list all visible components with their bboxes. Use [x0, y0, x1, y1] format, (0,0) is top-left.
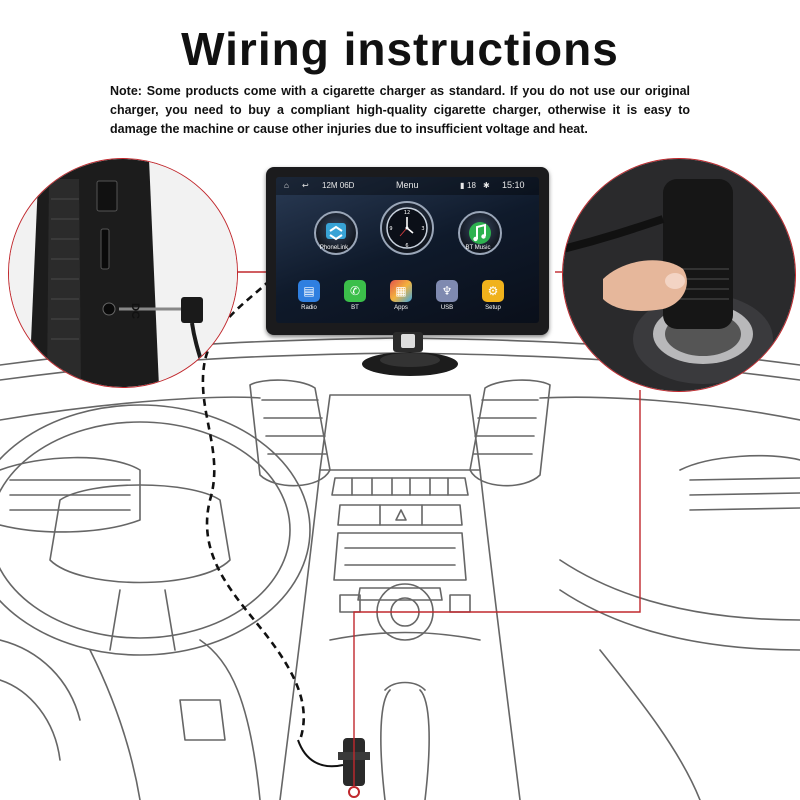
svg-text:9: 9 [389, 226, 392, 232]
radio-icon: ▤ [303, 284, 315, 298]
apps-grid-icon: ▦ [395, 284, 407, 298]
radio-app-button[interactable]: ▤ [298, 280, 320, 302]
phonelink-label: PhoneLink [319, 245, 349, 251]
usb-icon: ♆ [441, 284, 453, 298]
instruction-note: Note: Some products come with a cigarett… [110, 84, 690, 136]
phonelink-icon [326, 223, 346, 241]
dc-port-inset: DC [8, 158, 238, 388]
menu-title: Menu [396, 180, 419, 190]
bt-music-label: BT Music [465, 245, 491, 251]
status-time: 15:10 [502, 180, 525, 190]
usb-app-label: USB [440, 305, 454, 311]
phone-icon: ✆ [349, 284, 361, 298]
music-note-icon [469, 222, 491, 244]
apps-app-label: Apps [394, 305, 408, 311]
svg-text:3: 3 [421, 226, 424, 232]
volume-icon: ▮ [460, 181, 465, 190]
analog-clock-widget: 12 3 6 9 [380, 201, 434, 255]
dc-port-label: DC [128, 303, 141, 319]
status-bar: ⌂ ↩ 12M 06D Menu ▮ 18 ✱ 15:10 [276, 177, 539, 195]
apps-app-button[interactable]: ▦ [390, 280, 412, 302]
home-widgets: PhoneLink 12 3 6 9 [276, 199, 539, 269]
radio-app-label: Radio [301, 305, 317, 311]
phonelink-widget[interactable] [314, 211, 358, 255]
lighter-socket-closeup [563, 159, 795, 391]
back-icon[interactable]: ↩ [302, 181, 309, 190]
bt-app-button[interactable]: ✆ [344, 280, 366, 302]
suction-mount [362, 332, 458, 376]
volume-level: 18 [467, 181, 476, 190]
carplay-head-unit: ⌂ ↩ 12M 06D Menu ▮ 18 ✱ 15:10 PhoneLink … [266, 167, 549, 335]
power-cable-route [201, 279, 306, 741]
app-dock: ▤ Radio ✆ BT ▦ Apps ♆ USB ⚙ Setup [276, 272, 539, 322]
page-title: Wiring instructions [181, 23, 619, 75]
bt-music-widget[interactable] [458, 211, 502, 255]
bluetooth-icon: ✱ [483, 181, 490, 190]
svg-text:6: 6 [405, 243, 408, 249]
setup-app-button[interactable]: ⚙ [482, 280, 504, 302]
bt-app-label: BT [351, 305, 359, 311]
gear-icon: ⚙ [487, 284, 499, 298]
usb-app-button[interactable]: ♆ [436, 280, 458, 302]
setup-app-label: Setup [485, 305, 501, 311]
dc-port-closeup [9, 159, 237, 387]
status-date: 12M 06D [322, 181, 355, 190]
device-screen: ⌂ ↩ 12M 06D Menu ▮ 18 ✱ 15:10 PhoneLink … [276, 177, 539, 323]
home-icon[interactable]: ⌂ [284, 181, 289, 190]
svg-text:12: 12 [404, 210, 410, 216]
clock-icon: 12 3 6 9 [386, 207, 428, 249]
lighter-socket-inset [562, 158, 796, 392]
